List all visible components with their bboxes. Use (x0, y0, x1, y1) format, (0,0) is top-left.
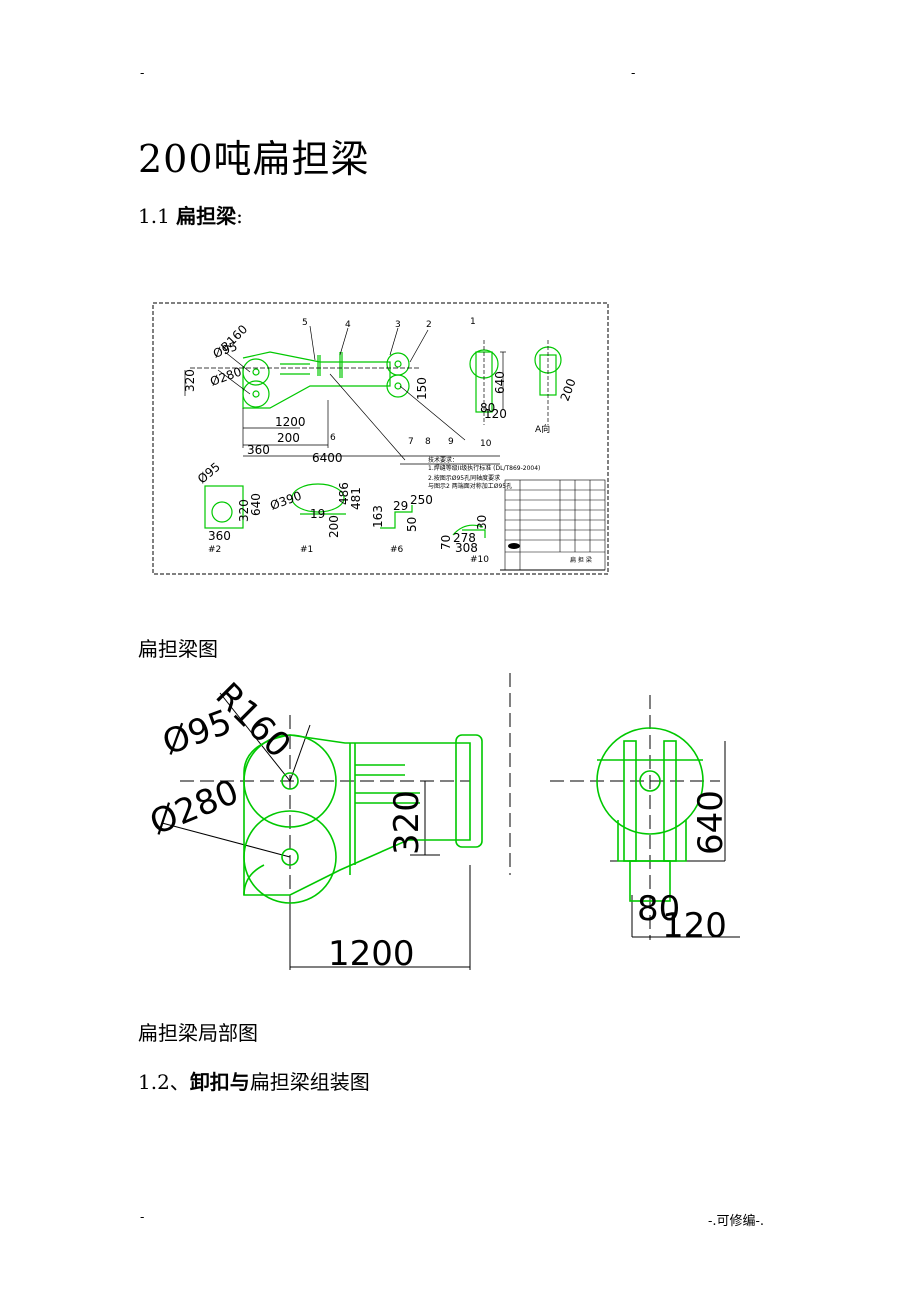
section-1-2-heading: 1.2、卸扣与扁担梁组装图 (138, 1066, 370, 1095)
dim-h30: 30 (475, 515, 489, 530)
detail-main-view (243, 734, 483, 904)
tech-note-2: 2.按图示Ø95孔同轴度要求 (428, 474, 500, 482)
dim-h200: 200 (558, 377, 579, 403)
logo-mark (508, 543, 520, 549)
dim-h640b: 640 (249, 493, 263, 516)
dim-w250: 250 (410, 493, 433, 507)
section-number: 1.2、 (138, 1070, 190, 1094)
dim-w19: 19 (310, 507, 325, 521)
balloon-3: 3 (395, 320, 401, 330)
balloon-8: 8 (425, 437, 431, 447)
dim-w278: 278 (453, 531, 476, 545)
header-right-mark: - (631, 66, 636, 81)
dim-w360: 360 (247, 443, 270, 457)
title-block-text: 扁 担 梁 (570, 556, 592, 564)
balloon-5: 5 (302, 318, 308, 328)
section-number: 1.1 (138, 204, 177, 228)
dim-h50: 50 (405, 517, 419, 532)
view-label-6: #6 (390, 545, 404, 555)
detail-dim-d95: Ø95 (157, 702, 236, 764)
dim-h163: 163 (371, 505, 385, 528)
figure1-caption: 扁担梁图 (138, 637, 218, 661)
dim-h70: 70 (439, 535, 453, 550)
detail-dim-h320: 320 (387, 790, 427, 855)
balloon-10: 10 (480, 439, 492, 449)
dim-w200: 200 (277, 431, 300, 445)
balloon-2: 2 (426, 320, 432, 330)
drawing-border (152, 302, 609, 575)
dim-h486: 486 (337, 482, 351, 505)
section-label: 扁担梁组装图 (249, 1070, 370, 1094)
dim-w6400: 6400 (312, 451, 343, 465)
figure2-caption: 扁担梁局部图 (138, 1021, 258, 1045)
detail-dim-w120: 120 (662, 906, 727, 946)
dim-h320b: 320 (237, 499, 251, 522)
footer-left-mark: - (140, 1210, 145, 1225)
dim-d390: Ø390 (268, 489, 303, 513)
view-label-1: #1 (300, 545, 313, 555)
dim-w1200: 1200 (275, 415, 306, 429)
beam-drawing: R160 Ø95 Ø280 320 1200 200 360 6400 150 … (152, 302, 609, 575)
balloon-7: 7 (408, 437, 414, 447)
header-left-mark: - (140, 66, 145, 81)
detail-a-view (596, 727, 704, 902)
beam-detail-drawing: R160 Ø95 Ø280 320 1200 640 80 120 (144, 673, 740, 974)
dim-w200b: 200 (327, 515, 341, 538)
section-label: 扁担梁 (176, 204, 237, 228)
balloon-1: 1 (470, 317, 476, 327)
section-bold-label: 卸扣与 (189, 1070, 250, 1094)
dim-w360b: 360 (208, 529, 231, 543)
detail-dim-d280: Ø280 (144, 772, 244, 843)
section-1-1-heading: 1.1 扁担梁: (138, 200, 243, 229)
view-label-10: #10 (470, 555, 489, 565)
detail-dim-h640: 640 (691, 790, 731, 855)
balloon-4: 4 (345, 320, 351, 330)
dim-w120: 120 (484, 407, 507, 421)
page-title: 200吨扁担梁 (138, 137, 370, 181)
dim-d95b: Ø95 (195, 460, 223, 487)
dim-d95: Ø95 (211, 339, 239, 361)
main-view (242, 351, 410, 409)
detail-views (204, 483, 486, 538)
dim-h150: 150 (415, 377, 429, 400)
dim-w308: 308 (455, 541, 478, 555)
detail-dim-w1200: 1200 (328, 934, 415, 974)
tech-note-0: 技术要求： (428, 456, 458, 464)
section-colon: : (236, 204, 243, 228)
dim-h481: 481 (349, 487, 363, 510)
view-label-a: A向 (535, 423, 550, 435)
dim-w80: 80 (480, 401, 495, 415)
tech-note-1: 1.焊缝等级II级执行标准 (DL/T869-2004) (428, 464, 540, 472)
detail-dim-w80: 80 (637, 889, 680, 929)
balloon-9: 9 (448, 437, 454, 447)
dim-w29: 29 (393, 499, 408, 513)
dim-h320: 320 (183, 369, 197, 392)
view-label-2: #2 (208, 545, 221, 555)
footer-right-text: -.可修编-. (708, 1214, 765, 1229)
tech-note-3: 与图示2 两端面对称加工Ø95孔 (428, 482, 512, 490)
dim-h640: 640 (493, 371, 507, 394)
balloon-6: 6 (330, 433, 336, 443)
